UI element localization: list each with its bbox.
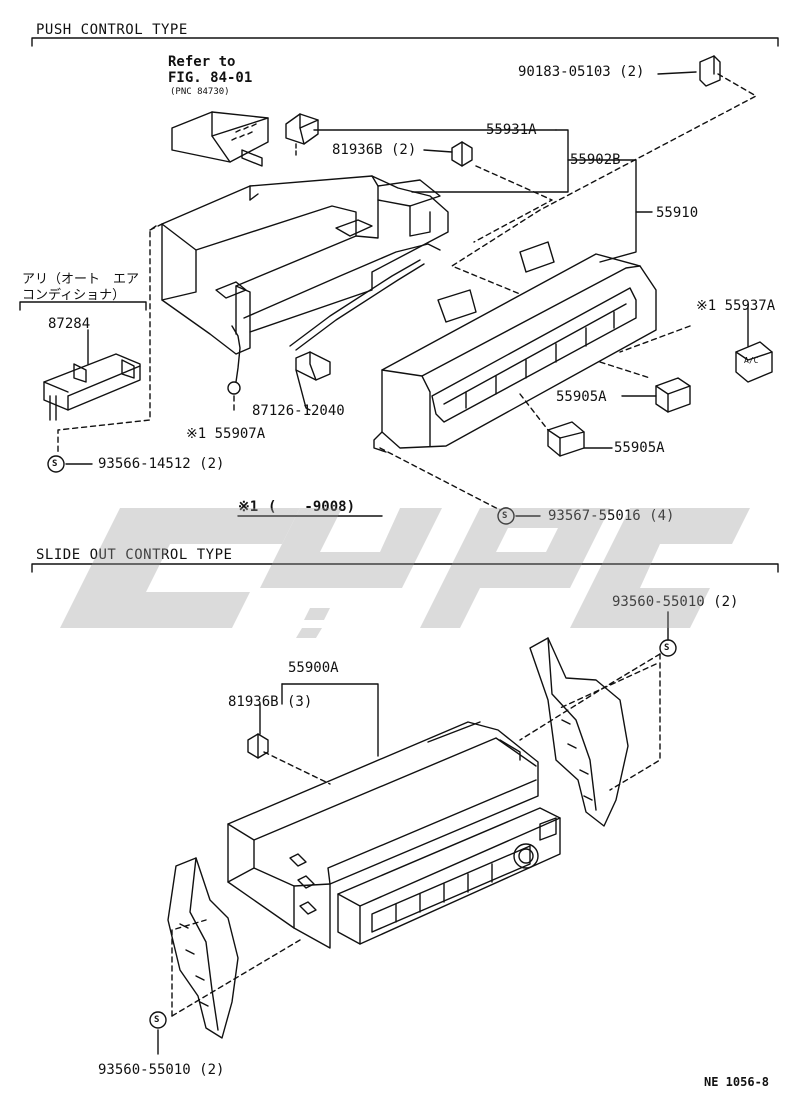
slide-section-bracket: [31, 563, 779, 573]
label-81936b-3: 81936B (3): [228, 694, 313, 710]
ac-button-55937a: [735, 341, 773, 383]
assembly-dashed-lines-slide: [171, 653, 661, 1017]
bracket-87284-part: [43, 353, 141, 421]
slide-out-front-panel: [337, 807, 561, 945]
label-87284: 87284: [48, 316, 91, 332]
label-93560-55010-bottom: 93560-55010 (2): [98, 1062, 225, 1078]
label-55910: 55910: [656, 205, 699, 221]
control-unit-slide-out-type: [227, 721, 539, 949]
leader-lines-slide: [157, 611, 669, 1055]
label-55905a-lower: 55905A: [614, 440, 665, 456]
knob-55905a-upper: [655, 377, 691, 413]
screw-letter-93560-top: S: [664, 643, 670, 653]
footnote-mark: ※1: [238, 499, 259, 515]
label-55931a: 55931A: [486, 122, 537, 138]
control-cable-link: [231, 325, 241, 383]
ac-button-text: A/C: [744, 356, 759, 365]
footnote-range: ( -9008): [268, 499, 356, 515]
screw-symbol-93567: [497, 507, 515, 525]
push-control-section-title: PUSH CONTROL TYPE: [36, 22, 188, 38]
watermark-logo: [60, 508, 750, 638]
screw-symbol-93560-bottom: [149, 1011, 167, 1029]
connector-55931a-part: [285, 113, 319, 145]
bulb-81936b-part: [451, 141, 473, 167]
label-81936b-2: 81936B (2): [332, 142, 417, 158]
label-93566-14512: 93566-14512 (2): [98, 456, 225, 472]
cable-end-ring: [227, 381, 241, 395]
japanese-note-line-2: コンディショナ）: [22, 288, 126, 303]
leader-lines-push: [19, 71, 749, 517]
screw-symbol-93560-top: [659, 639, 677, 657]
label-55905a-upper: 55905A: [556, 389, 607, 405]
label-93560-55010-top: 93560-55010 (2): [612, 594, 738, 610]
screw-letter-93566: S: [52, 459, 58, 469]
left-mounting-bracket: [167, 857, 239, 1039]
label-55900a: 55900A: [288, 660, 339, 676]
refer-line-2: FIG. 84-01: [168, 70, 253, 86]
label-87126-12040: 87126-12040: [252, 403, 345, 419]
screw-symbol-93566: [47, 455, 65, 473]
screw-symbols: [47, 455, 677, 1029]
referenced-connector-part: [171, 111, 269, 167]
push-section-bracket: [31, 37, 779, 47]
slide-control-section-title: SLIDE OUT CONTROL TYPE: [36, 547, 233, 563]
label-55902b: 55902B: [570, 152, 621, 168]
screw-letter-93567: S: [502, 511, 507, 521]
clip-87126-part: [295, 351, 331, 381]
control-rod: [289, 259, 421, 347]
knob-55905a-lower: [547, 421, 585, 457]
clip-90183-part: [699, 55, 721, 87]
label-55907a: ※1 55907A: [186, 426, 266, 442]
control-cable-upper: [243, 243, 441, 319]
label-90183-05103: 90183-05103 (2): [518, 64, 645, 80]
refer-line-3: (PNC 84730): [170, 87, 230, 97]
front-panel-55910: [373, 241, 657, 453]
bulb-81936b-slide: [247, 733, 269, 759]
right-mounting-bracket: [529, 637, 629, 827]
screw-letter-93560-bottom: S: [154, 1015, 160, 1025]
control-body-push-type: [161, 175, 449, 355]
assembly-dashed-lines-push: [57, 73, 757, 511]
figure-code: NE 1056-8: [704, 1075, 770, 1089]
refer-line-1: Refer to: [168, 54, 236, 70]
japanese-note-line-1: アリ（オート エア: [22, 272, 140, 287]
label-55937a: ※1 55937A: [696, 298, 776, 314]
label-93567-55016: 93567-55016 (4): [548, 508, 675, 524]
